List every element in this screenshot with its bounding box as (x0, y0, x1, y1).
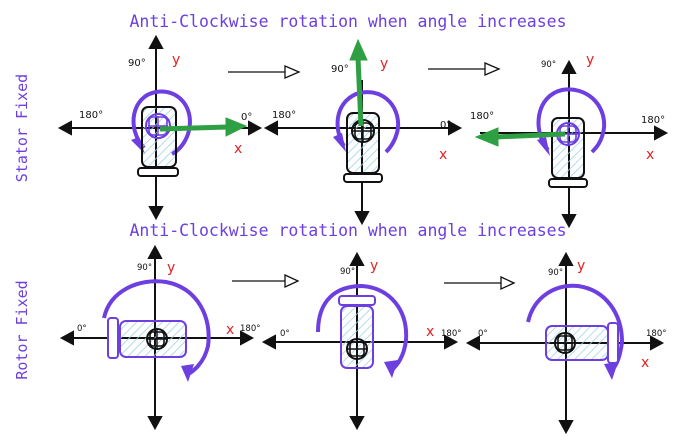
rotation-arc (335, 90, 401, 154)
label-180-degrees: 180° (641, 115, 665, 126)
y-axis-label: y (577, 258, 585, 274)
rotation-arrowhead (604, 362, 618, 380)
servo-horn (145, 113, 171, 139)
label-0-degrees: 0° (440, 120, 451, 131)
transition-arrow (232, 273, 300, 289)
label-180-degrees: 180° (79, 110, 103, 121)
rotation-arc (536, 87, 607, 154)
rotor-row-label: Rotor Fixed (13, 280, 31, 379)
label-180-degrees: 180° (272, 110, 296, 121)
label-90-degrees: 90° (128, 58, 146, 69)
label-90-degrees: 90° (548, 268, 563, 278)
label-0-degrees: 0° (241, 112, 252, 123)
stator-panel-1: 90° 180° 0° y x (263, 38, 463, 226)
label-180-degrees: 180° (470, 111, 494, 122)
x-axis-label: x (226, 322, 234, 338)
rotation-arrowhead (181, 364, 194, 382)
label-90-degrees: 90° (541, 60, 556, 70)
servo-body (338, 295, 376, 369)
rotor-heading: Anti-Clockwise rotation when angle incre… (129, 221, 566, 240)
transition-arrow (228, 65, 301, 79)
x-axis-label: x (439, 147, 447, 163)
stator-panel-2: 90° 180° 180° y x (470, 52, 669, 229)
rotation-arrowhead (333, 133, 346, 152)
rotation-arc (131, 89, 192, 156)
x-axis-label: x (646, 147, 654, 163)
label-90-degrees: 90° (331, 64, 349, 75)
x-axis-label: x (234, 141, 242, 157)
rotation-arc (102, 279, 211, 376)
x-axis-label: x (426, 324, 434, 340)
label-180-degrees: 180° (646, 329, 666, 339)
rotor-panel-1: 90° 0° 180° y x (261, 251, 461, 431)
y-axis-label: y (370, 258, 378, 274)
stator-panel-0: 90° 180° 0° y x (57, 34, 263, 221)
stator-heading: Anti-Clockwise rotation when angle incre… (129, 12, 566, 31)
rotation-arrowhead (537, 137, 550, 156)
label-0-degrees: 0° (280, 329, 290, 339)
stator-row-label: Stator Fixed (13, 74, 31, 182)
label-0-degrees: 0° (77, 324, 87, 334)
direction-arrow (159, 117, 248, 137)
y-axis-label: y (380, 56, 388, 72)
rotation-arc (316, 283, 409, 372)
label-90-degrees: 90° (340, 267, 355, 277)
servo-horn (146, 328, 168, 350)
label-0-degrees: 0° (478, 329, 488, 339)
y-axis-label: y (167, 260, 175, 276)
rotation-arrowhead (384, 360, 398, 378)
y-axis-label: y (172, 52, 180, 68)
label-180-degrees: 180° (441, 329, 461, 339)
x-axis-label: x (641, 355, 649, 371)
direction-arrow (474, 127, 566, 147)
label-180-degrees: 180° (240, 324, 260, 334)
rotor-panel-2: 90° 0° 180° y x (465, 251, 666, 435)
label-90-degrees: 90° (137, 263, 152, 273)
y-axis-label: y (586, 52, 594, 68)
transition-arrow (428, 62, 501, 76)
transition-arrow (444, 275, 516, 291)
rotor-panel-0: 90° 0° 180° y x (59, 244, 260, 431)
direction-arrow (349, 38, 368, 127)
servo-horn (554, 332, 576, 354)
servo-horn (346, 338, 368, 360)
